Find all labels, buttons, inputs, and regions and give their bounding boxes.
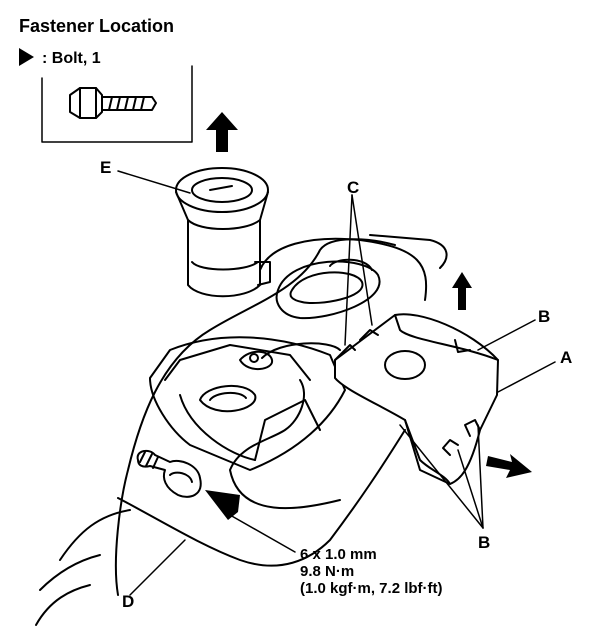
callout-c: C [347,178,360,197]
torque-spec-size: 6 x 1.0 mm [300,546,377,563]
callout-a: A [560,348,573,367]
removal-arrow-up-a [452,272,472,310]
leader-a [497,361,556,393]
mounting-bolt [136,449,202,498]
torque-spec-nm: 9.8 N·m [300,563,355,580]
leader-e [117,170,191,194]
removal-arrow-up-e [206,112,238,152]
column-cover-outline [114,238,396,596]
leader-b-bottom-2 [457,449,484,529]
bolt-pointer-arrow [205,490,240,520]
upper-cowl [259,237,428,301]
leader-c-2 [351,194,373,326]
torque-spec-imperial: (1.0 kgf·m, 7.2 lbf·ft) [300,580,443,597]
removal-arrow-right [486,454,532,478]
leader-b-top [477,319,536,351]
key-cylinder-e [175,167,271,298]
column-cover-shadow [59,509,131,561]
oval-recess [275,260,381,320]
column-cover-lower-edge [117,429,406,567]
leader-b-bottom-3 [477,424,484,529]
cover-a [334,313,499,485]
legend-bolt-label: : Bolt, 1 [42,50,101,67]
callout-b-bottom: B [478,533,491,552]
leader-torque [229,514,296,553]
leader-b-bottom-1 [399,424,484,529]
leader-d [129,539,186,596]
callout-e: E [100,158,112,177]
leader-c-1 [344,194,353,346]
callout-d: D [122,592,135,611]
legend-arrow-icon [19,48,34,66]
callout-b-top: B [538,307,551,326]
page-title: Fastener Location [19,16,175,36]
cover-well [149,336,346,471]
legend-box-frame [41,65,193,143]
legend-bolt-icon [69,87,157,119]
